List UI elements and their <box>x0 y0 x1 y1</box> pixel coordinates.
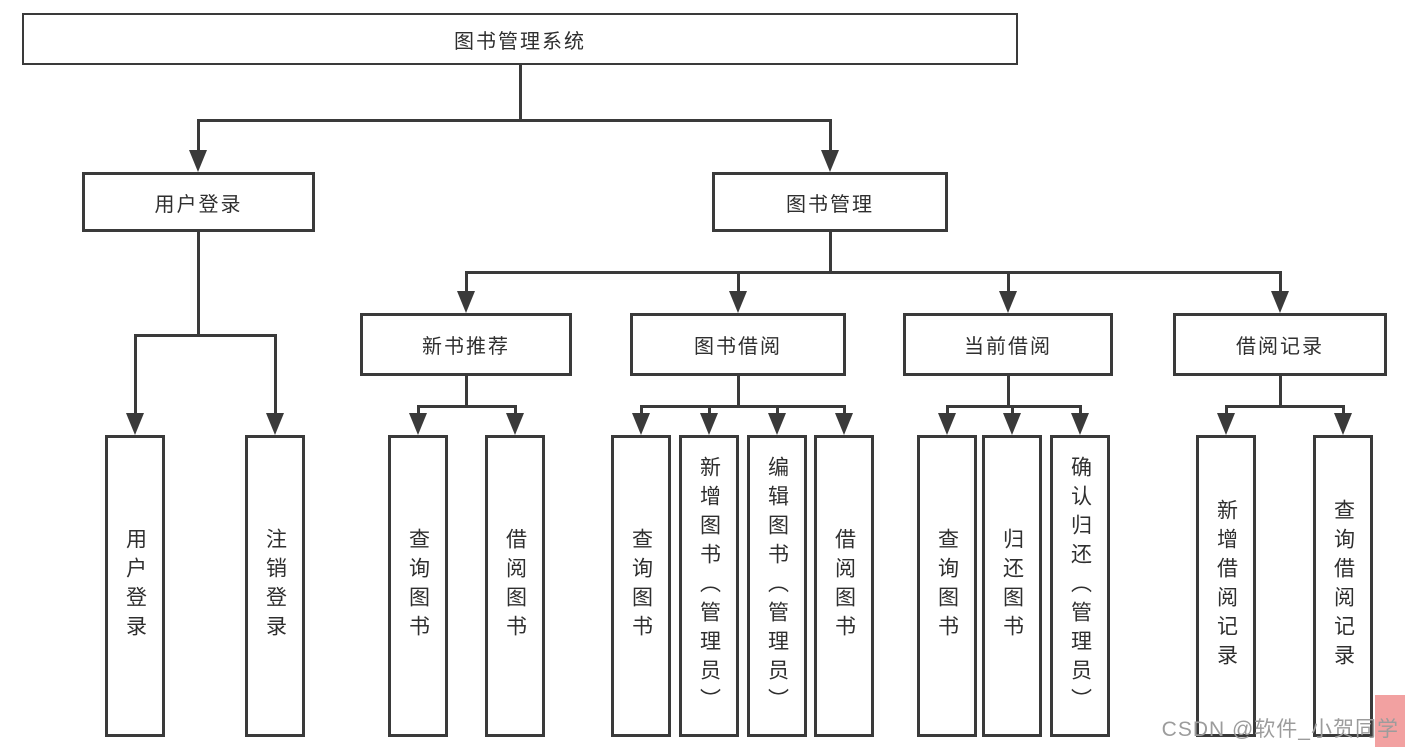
arrowhead-down-icon <box>938 413 956 435</box>
connector-line <box>1278 376 1282 408</box>
connector-line <box>1078 405 1082 417</box>
leaf-confirm-return-admin: 确认归还（管理员） <box>1050 435 1110 737</box>
arrowhead-down-icon <box>835 413 853 435</box>
node-user-login-module: 用户登录 <box>82 172 315 232</box>
connector-line <box>828 232 832 273</box>
connector-line <box>736 376 740 408</box>
connector-line <box>707 405 711 417</box>
connector-line <box>1224 405 1228 417</box>
connector-line <box>518 65 522 121</box>
leaf-query-borrow-record: 查询借阅记录 <box>1313 435 1373 737</box>
connector-line <box>842 405 846 417</box>
connector-line <box>273 334 277 417</box>
connector-line <box>416 404 517 408</box>
connector-line <box>736 271 740 295</box>
connector-line <box>639 404 846 408</box>
connector-line <box>1006 376 1010 408</box>
arrowhead-down-icon <box>1003 413 1021 435</box>
connector-line <box>639 405 643 417</box>
connector-line <box>1224 404 1345 408</box>
arrowhead-down-icon <box>632 413 650 435</box>
arrowhead-down-icon <box>700 413 718 435</box>
arrowhead-down-icon <box>768 413 786 435</box>
arrowhead-down-icon <box>999 291 1017 313</box>
arrowhead-down-icon <box>1334 413 1352 435</box>
connector-line <box>1006 271 1010 295</box>
node-book-management-module: 图书管理 <box>712 172 948 232</box>
arrowhead-down-icon <box>189 150 207 172</box>
connector-line <box>196 119 200 154</box>
node-current-borrow: 当前借阅 <box>903 313 1113 376</box>
watermark-text: CSDN @软件_小贺同学 <box>1161 718 1399 741</box>
connector-line <box>945 404 1082 408</box>
arrowhead-down-icon <box>729 291 747 313</box>
leaf-user-login: 用户登录 <box>105 435 165 737</box>
connector-line <box>945 405 949 417</box>
leaf-query-books-borrow: 查询图书 <box>611 435 671 737</box>
watermark-corner-patch <box>1375 695 1405 747</box>
connector-line <box>464 376 468 408</box>
arrowhead-down-icon <box>266 413 284 435</box>
arrowhead-down-icon <box>126 413 144 435</box>
leaf-query-books-recommend: 查询图书 <box>388 435 448 737</box>
leaf-borrow-books: 借阅图书 <box>814 435 874 737</box>
arrowhead-down-icon <box>821 150 839 172</box>
arrowhead-down-icon <box>1071 413 1089 435</box>
leaf-edit-books-admin: 编辑图书（管理员） <box>747 435 807 737</box>
arrowhead-down-icon <box>457 291 475 313</box>
connector-line <box>464 271 468 295</box>
connector-line <box>1010 405 1014 417</box>
connector-line <box>513 405 517 417</box>
leaf-add-borrow-record: 新增借阅记录 <box>1196 435 1256 737</box>
arrowhead-down-icon <box>1271 291 1289 313</box>
connector-line <box>464 270 1282 274</box>
leaf-query-books-current: 查询图书 <box>917 435 977 737</box>
connector-line <box>775 405 779 417</box>
connector-line <box>1278 271 1282 295</box>
connector-line <box>133 333 277 337</box>
node-book-borrow: 图书借阅 <box>630 313 846 376</box>
arrowhead-down-icon <box>506 413 524 435</box>
node-library-system: 图书管理系统 <box>22 13 1018 65</box>
connector-line <box>1341 405 1345 417</box>
connector-line <box>196 232 200 336</box>
connector-line <box>196 118 832 122</box>
leaf-borrow-books-recommend: 借阅图书 <box>485 435 545 737</box>
arrowhead-down-icon <box>409 413 427 435</box>
leaf-return-books: 归还图书 <box>982 435 1042 737</box>
leaf-add-books-admin: 新增图书（管理员） <box>679 435 739 737</box>
connector-line <box>416 405 420 417</box>
arrowhead-down-icon <box>1217 413 1235 435</box>
node-borrow-records: 借阅记录 <box>1173 313 1387 376</box>
leaf-logout: 注销登录 <box>245 435 305 737</box>
node-new-book-recommend: 新书推荐 <box>360 313 572 376</box>
connector-line <box>828 119 832 154</box>
connector-line <box>133 334 137 417</box>
